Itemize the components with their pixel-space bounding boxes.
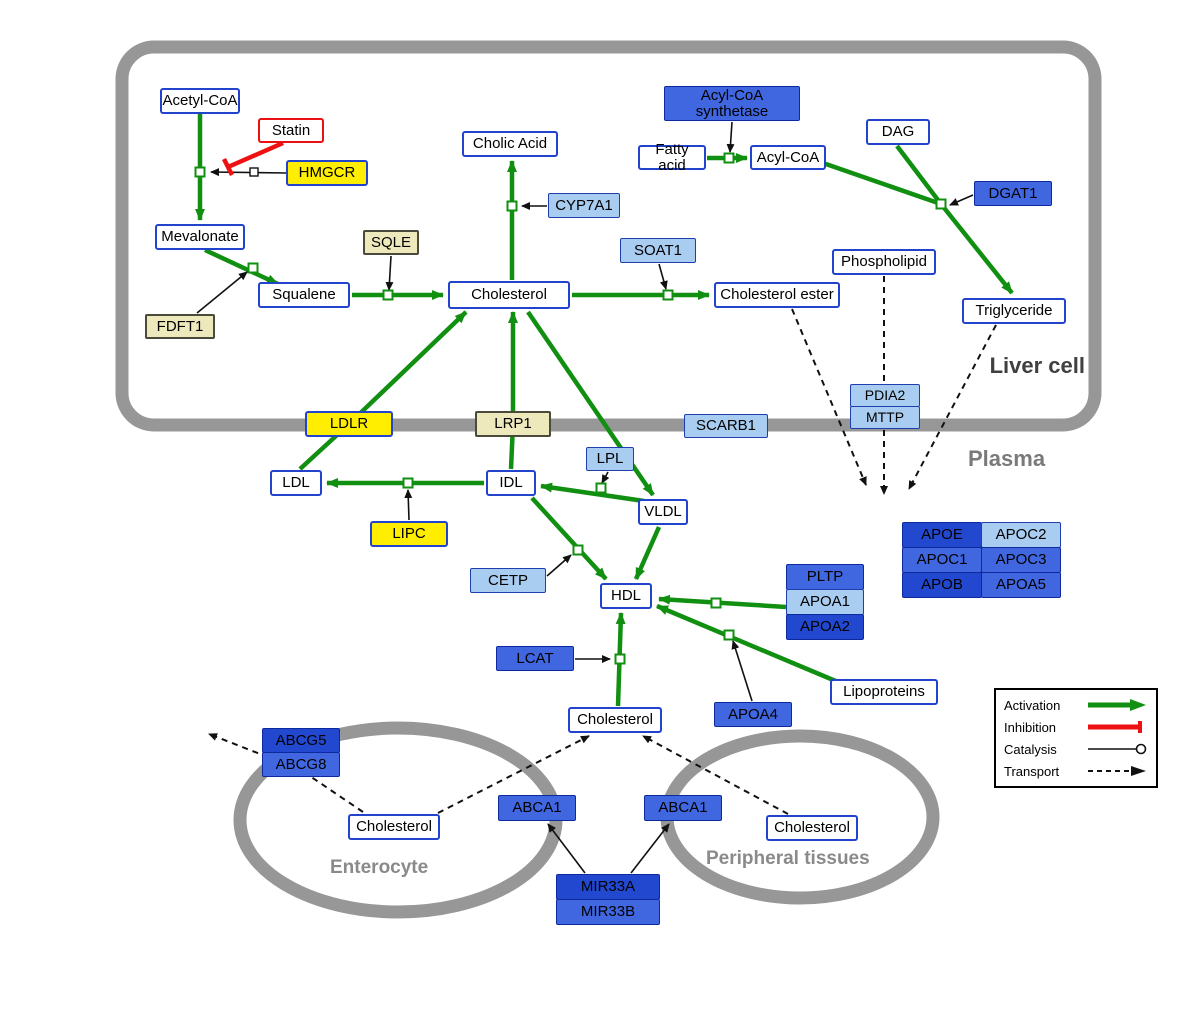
legend-catalysis-label: Catalysis	[1004, 741, 1057, 757]
node-scarb1[interactable]: SCARB1	[684, 414, 768, 438]
node-cetp[interactable]: CETP	[470, 568, 546, 593]
node-idl[interactable]: IDL	[486, 470, 536, 496]
node-apoc2[interactable]: APOC2	[981, 522, 1061, 548]
node-cholesterol-plasma[interactable]: Cholesterol	[568, 707, 662, 733]
membranes	[115, 40, 1102, 919]
node-lpl[interactable]: LPL	[586, 447, 634, 471]
node-acyl-coa-synthetase[interactable]: Acyl-CoA synthetase	[664, 86, 800, 121]
node-fdft1[interactable]: FDFT1	[145, 314, 215, 339]
node-squalene[interactable]: Squalene	[258, 282, 350, 308]
node-apoe[interactable]: APOE	[902, 522, 982, 548]
node-ldl[interactable]: LDL	[270, 470, 322, 496]
inhibition-tbar-icon	[1088, 721, 1142, 733]
plasma-label: Plasma	[968, 446, 1046, 471]
node-cholesterol-peripheral[interactable]: Cholesterol	[766, 815, 858, 841]
node-apoa5[interactable]: APOA5	[981, 572, 1061, 598]
legend-inhibition-label: Inhibition	[1004, 719, 1057, 735]
node-abca1-peripheral[interactable]: ABCA1	[644, 795, 722, 821]
legend-activation-label: Activation	[1004, 697, 1061, 713]
reaction-nodes	[194, 152, 947, 665]
node-soat1[interactable]: SOAT1	[620, 238, 696, 263]
inhibition-edge	[221, 140, 284, 177]
node-apoa1[interactable]: APOA1	[786, 589, 864, 615]
node-ldlr[interactable]: LDLR	[305, 411, 393, 437]
node-dag[interactable]: DAG	[866, 119, 930, 145]
legend-transport-label: Transport	[1004, 763, 1060, 779]
node-acyl-coa[interactable]: Acyl-CoA	[750, 145, 826, 170]
node-apoa2[interactable]: APOA2	[786, 614, 864, 640]
node-hmgcr[interactable]: HMGCR	[286, 160, 368, 186]
node-cyp7a1[interactable]: CYP7A1	[548, 193, 620, 218]
node-vldl[interactable]: VLDL	[638, 499, 688, 525]
peripheral-tissues-label: Peripheral tissues	[706, 848, 870, 869]
catalysis-edges	[196, 121, 974, 874]
node-pltp[interactable]: PLTP	[786, 564, 864, 590]
transport-dashed-arrow-icon	[1088, 766, 1146, 776]
enterocyte-label: Enterocyte	[330, 857, 429, 878]
node-dgat1[interactable]: DGAT1	[974, 181, 1052, 206]
liver-cell-membrane	[115, 40, 1102, 432]
node-apoa4[interactable]: APOA4	[714, 702, 792, 727]
node-fatty-acid[interactable]: Fatty acid	[638, 141, 706, 173]
legend: Activation Inhibition Catalysis Transpor…	[994, 688, 1158, 788]
node-abcg5[interactable]: ABCG5	[262, 728, 340, 753]
legend-activation-row: Activation	[1004, 696, 1148, 714]
node-mttp[interactable]: MTTP	[850, 406, 920, 429]
node-abcg8[interactable]: ABCG8	[262, 752, 340, 777]
node-cholic-acid[interactable]: Cholic Acid	[462, 131, 558, 157]
node-lipoproteins[interactable]: Lipoproteins	[830, 679, 938, 705]
node-apoc3[interactable]: APOC3	[981, 547, 1061, 573]
legend-inhibition-row: Inhibition	[1004, 718, 1148, 736]
node-mir33b[interactable]: MIR33B	[556, 899, 660, 925]
legend-transport-row: Transport	[1004, 762, 1148, 780]
node-apob[interactable]: APOB	[902, 572, 982, 598]
node-apoc1[interactable]: APOC1	[902, 547, 982, 573]
node-mevalonate[interactable]: Mevalonate	[155, 224, 245, 250]
catalysis-square-marker	[249, 167, 259, 177]
node-statin[interactable]: Statin	[258, 118, 324, 143]
node-acetyl-coa[interactable]: Acetyl-CoA	[160, 88, 240, 114]
node-lcat[interactable]: LCAT	[496, 646, 574, 671]
catalysis-circle-icon	[1088, 743, 1147, 755]
node-cholesterol-ester[interactable]: Cholesterol ester	[714, 282, 840, 308]
node-lrp1[interactable]: LRP1	[475, 411, 551, 437]
transport-edges	[208, 276, 997, 815]
node-mir33a[interactable]: MIR33A	[556, 874, 660, 900]
legend-catalysis-row: Catalysis	[1004, 740, 1148, 758]
node-cholesterol-enterocyte[interactable]: Cholesterol	[348, 814, 440, 840]
node-cholesterol-liver[interactable]: Cholesterol	[448, 281, 570, 309]
node-lipc[interactable]: LIPC	[370, 521, 448, 547]
node-abca1-enterocyte[interactable]: ABCA1	[498, 795, 576, 821]
node-hdl[interactable]: HDL	[600, 583, 652, 609]
activation-arrow-icon	[1088, 699, 1146, 711]
node-triglyceride[interactable]: Triglyceride	[962, 298, 1066, 324]
node-sqle[interactable]: SQLE	[363, 230, 419, 255]
liver-cell-label: Liver cell	[989, 353, 1085, 378]
node-phospholipid[interactable]: Phospholipid	[832, 249, 936, 275]
node-pdia2[interactable]: PDIA2	[850, 384, 920, 407]
